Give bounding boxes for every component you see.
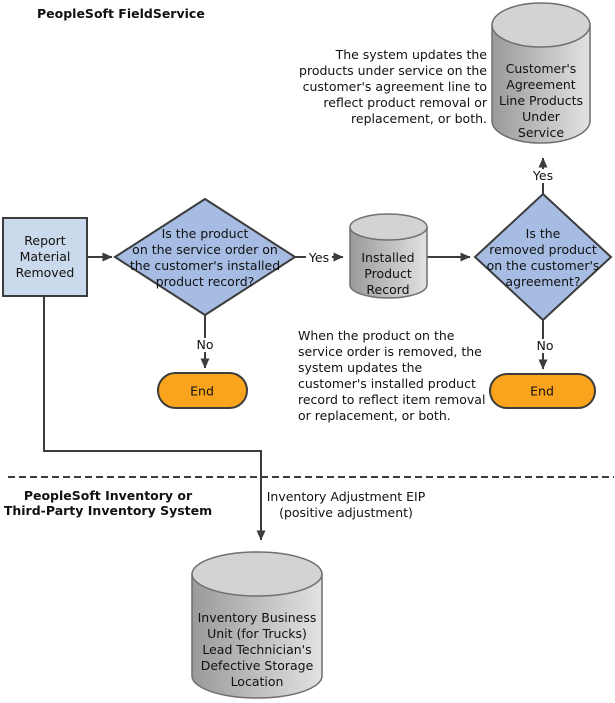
edge-label-no-2: No <box>533 339 557 353</box>
process-box-report-material <box>2 217 88 297</box>
section-title-fieldservice: PeopleSoft FieldService <box>37 6 205 21</box>
edge-label-yes-2: Yes <box>529 169 557 183</box>
cylinder-body <box>349 227 428 299</box>
cylinder-body <box>191 574 323 699</box>
cylinder-agreement-label: Customer's Agreement Line Products Under… <box>499 61 583 140</box>
terminator-end-2 <box>489 373 596 409</box>
decision-diamond-customer-agreement <box>473 192 613 322</box>
edge-label-yes-1: Yes <box>305 251 333 265</box>
section-title-inventory: PeopleSoft Inventory or Third-Party Inve… <box>3 488 213 518</box>
decision1-label: Is the product on the service order on t… <box>129 226 281 289</box>
end1-label: End <box>190 383 214 399</box>
cylinder-top <box>191 551 323 597</box>
edge-label-no-1: No <box>193 338 217 352</box>
cylinder-top <box>349 213 428 241</box>
cylinder-inventory-label: Inventory Business Unit (for Trucks) Lea… <box>197 610 317 689</box>
label-inventory-adjustment-eip: Inventory Adjustment EIP (positive adjus… <box>266 489 426 520</box>
cylinder-top <box>491 2 591 48</box>
terminator-end-1 <box>157 372 248 409</box>
process-box-label: Report Material Removed <box>15 233 75 280</box>
decision-diamond-installed-record <box>113 197 297 317</box>
edge-report-to-inventory <box>43 296 266 541</box>
note-agreement-update: The system updates the products under se… <box>299 47 487 126</box>
cylinder-installed-label: Installed Product Record <box>361 250 415 297</box>
cylinder-body <box>491 25 591 144</box>
cylinder-agreement-products <box>491 2 591 144</box>
cylinder-installed-product <box>349 213 428 299</box>
end2-label: End <box>530 383 554 399</box>
cylinder-inventory-unit <box>191 551 323 699</box>
note-installed-update: When the product on the service order is… <box>298 328 486 423</box>
decision2-label: Is the removed product on the customer's… <box>486 226 600 289</box>
